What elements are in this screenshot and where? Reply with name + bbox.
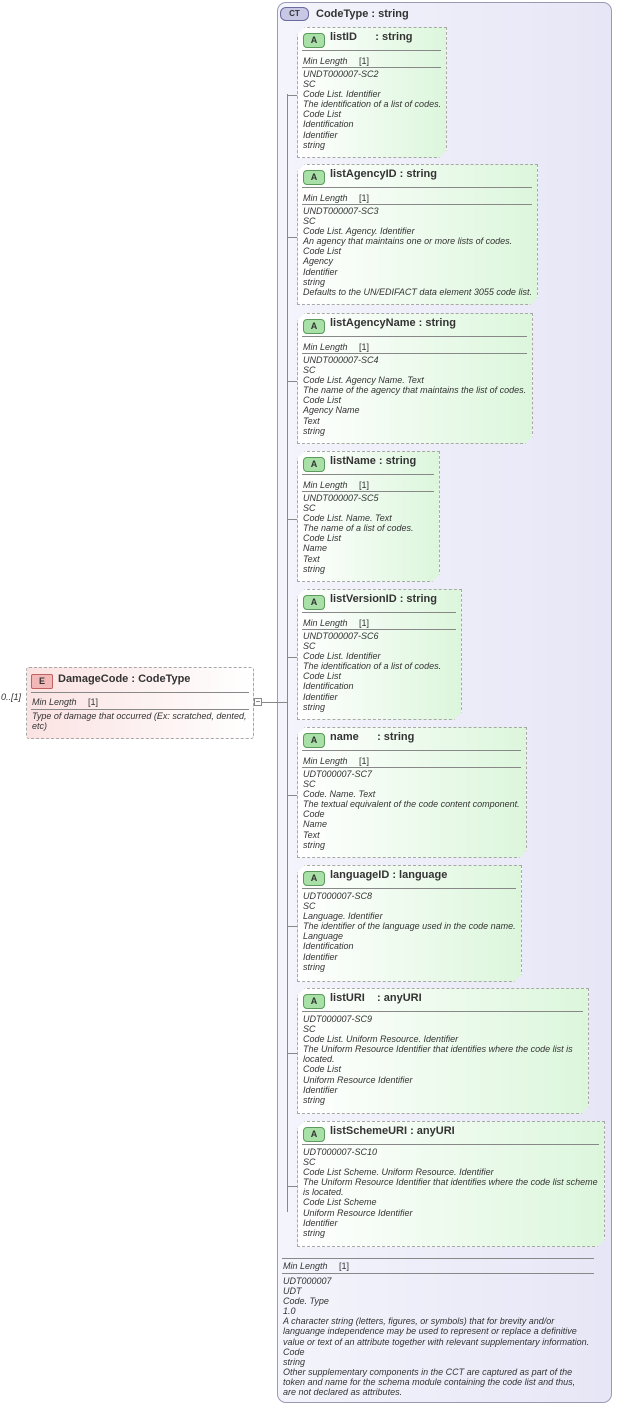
attribute-badge-icon: A	[303, 994, 325, 1009]
attribute-facet-label: Min Length	[303, 480, 348, 490]
complex-type-separator	[282, 1258, 594, 1259]
element-box-damagecode[interactable]: E DamageCode : CodeType Min Length [1] T…	[26, 667, 254, 739]
attribute-title: listAgencyName : string	[330, 317, 456, 329]
attribute-separator	[302, 750, 521, 751]
element-facet-label: Min Length	[32, 697, 77, 707]
connector-branch	[287, 795, 297, 796]
complex-type-title: CodeType : string	[316, 8, 409, 20]
attribute-facet-label: Min Length	[303, 618, 348, 628]
attribute-annotation: UDT000007-SC8 SC Language. Identifier Th…	[303, 891, 516, 972]
attribute-badge-icon: A	[303, 33, 325, 48]
attribute-title: listID : string	[330, 31, 413, 43]
complex-type-annotation: UDT000007 UDT Code. Type 1.0 A character…	[283, 1276, 590, 1398]
attribute-separator	[302, 1144, 599, 1145]
attribute-annotation: UDT000007-SC10 SC Code List Scheme. Unif…	[303, 1147, 598, 1238]
connector-branch	[287, 1186, 297, 1187]
complex-type-separator	[282, 1273, 594, 1274]
attribute-separator	[302, 888, 516, 889]
attribute-separator	[302, 767, 521, 768]
attribute-annotation: UDT000007-SC7 SC Code. Name. Text The te…	[303, 769, 520, 850]
connector-branch	[287, 237, 297, 238]
collapse-toggle-icon[interactable]: −	[254, 697, 262, 706]
attribute-separator	[302, 67, 441, 68]
attribute-annotation: UNDT000007-SC6 SC Code List. Identifier …	[303, 631, 442, 712]
attribute-separator	[302, 612, 456, 613]
attribute-badge-icon: A	[303, 1127, 325, 1142]
attribute-annotation: UNDT000007-SC4 SC Code List. Agency Name…	[303, 355, 527, 436]
attribute-badge-icon: A	[303, 595, 325, 610]
attribute-annotation: UNDT000007-SC2 SC Code List. Identifier …	[303, 69, 442, 150]
attribute-title: listAgencyID : string	[330, 168, 437, 180]
element-separator	[31, 692, 249, 693]
attribute-facet-value: [1]	[359, 342, 370, 352]
attribute-badge-icon: A	[303, 170, 325, 185]
connector-trunk	[287, 94, 288, 1212]
attribute-facet-value: [1]	[359, 756, 370, 766]
attribute-separator	[302, 336, 527, 337]
complex-type-header: CT CodeType : string	[280, 5, 409, 23]
attribute-title: languageID : language	[330, 869, 448, 881]
attribute-title: listSchemeURI : anyURI	[330, 1125, 455, 1137]
attribute-badge-icon: A	[303, 457, 325, 472]
attribute-separator	[302, 187, 532, 188]
connector-branch	[287, 926, 297, 927]
attribute-annotation: UDT000007-SC9 SC Code List. Uniform Reso…	[303, 1014, 573, 1105]
attribute-facet-value: [1]	[359, 618, 370, 628]
element-separator	[31, 709, 249, 710]
attribute-separator	[302, 204, 532, 205]
connector-branch	[287, 95, 297, 96]
attribute-separator	[302, 474, 434, 475]
attribute-title: listURI : anyURI	[330, 992, 422, 1004]
element-badge-icon: E	[31, 674, 53, 689]
complex-type-facet-value: [1]	[339, 1261, 350, 1271]
multiplicity-label: 0..[1]	[1, 692, 22, 702]
attribute-separator	[302, 50, 441, 51]
attribute-facet-label: Min Length	[303, 342, 348, 352]
element-annotation: Type of damage that occurred (Ex: scratc…	[32, 711, 247, 732]
attribute-annotation: UNDT000007-SC5 SC Code List. Name. Text …	[303, 493, 414, 574]
attribute-facet-value: [1]	[359, 480, 370, 490]
complex-type-facet-label: Min Length	[283, 1261, 328, 1271]
attribute-separator	[302, 353, 527, 354]
element-title: DamageCode : CodeType	[58, 673, 191, 685]
attribute-separator	[302, 491, 434, 492]
connector-branch	[287, 1053, 297, 1054]
attribute-separator	[302, 1011, 583, 1012]
attribute-facet-label: Min Length	[303, 756, 348, 766]
connector-branch	[287, 657, 297, 658]
attribute-facet-label: Min Length	[303, 193, 348, 203]
attribute-facet-value: [1]	[359, 56, 370, 66]
connector-branch	[287, 519, 297, 520]
attribute-badge-icon: A	[303, 319, 325, 334]
attribute-facet-label: Min Length	[303, 56, 348, 66]
attribute-separator	[302, 629, 456, 630]
complex-type-badge-icon: CT	[280, 7, 309, 21]
attribute-title: listName : string	[330, 455, 417, 467]
connector-element-to-type	[262, 702, 287, 703]
attribute-title: listVersionID : string	[330, 593, 437, 605]
attribute-title: name : string	[330, 731, 415, 743]
element-facet-value: [1]	[88, 697, 99, 707]
attribute-badge-icon: A	[303, 733, 325, 748]
attribute-annotation: UNDT000007-SC3 SC Code List. Agency. Ide…	[303, 206, 532, 297]
connector-branch	[287, 381, 297, 382]
attribute-facet-value: [1]	[359, 193, 370, 203]
attribute-badge-icon: A	[303, 871, 325, 886]
